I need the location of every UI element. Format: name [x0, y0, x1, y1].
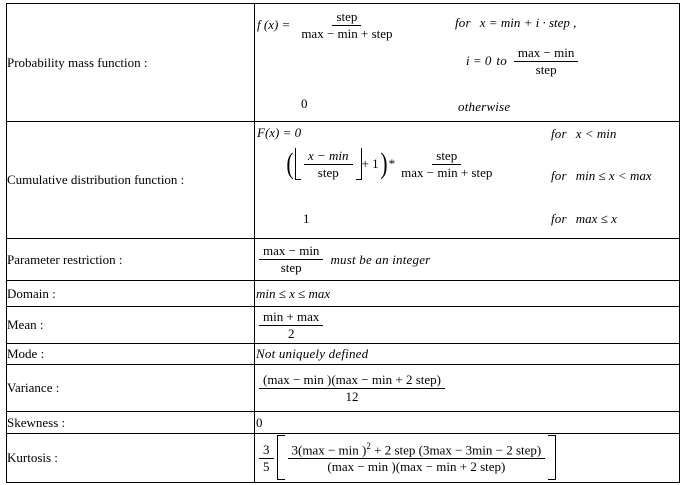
- domain-expression: min ≤ x ≤ max: [256, 285, 331, 301]
- kurtosis-denominator: (max − min )(max − min + 2 step): [327, 459, 506, 475]
- parameter-restriction-numerator: max − min: [259, 244, 324, 260]
- kurtosis-numerator-part-b: + 2 step (3max − 3min − 2 step): [374, 442, 542, 458]
- mean-fraction: min + max 2: [259, 310, 324, 341]
- variance-numerator: (max − min )(max − min + 2 step): [259, 373, 445, 389]
- right-paren-icon: ): [380, 147, 388, 181]
- mean-numerator: min + max: [259, 310, 324, 326]
- pmf-fraction: step max − min + step: [297, 10, 396, 40]
- table-row: Variance : (max − min )(max − min + 2 st…: [6, 364, 680, 413]
- kurtosis-lead-numerator: 3: [259, 443, 274, 459]
- pmf-main-equation: f (x) = step max − min + step: [257, 10, 399, 40]
- pmf-fraction-numerator: step: [332, 10, 362, 26]
- row-formula-domain: min ≤ x ≤ max: [254, 280, 680, 307]
- row-label-kurtosis: Kurtosis :: [6, 433, 255, 484]
- pmf-zero-value: 0: [301, 96, 308, 111]
- left-paren-icon: (: [286, 147, 294, 181]
- cdf-multiply-icon: *: [388, 156, 396, 171]
- mean-denominator: 2: [287, 325, 295, 341]
- row-label-parameter-restriction: Parameter restriction :: [6, 238, 255, 281]
- table-row: Mean : min + max 2: [6, 305, 680, 345]
- cdf-condition-2-for: for: [551, 168, 567, 183]
- pmf-condition-2-denominator: step: [535, 61, 557, 77]
- cdf-condition-1: for x < min: [551, 126, 616, 142]
- pmf-condition-2-numerator: max − min: [513, 46, 579, 62]
- kurtosis-numerator-exponent: 2: [366, 441, 371, 452]
- parameter-restriction-fraction: max − min step: [259, 244, 324, 275]
- cdf-condition-3-expression: max ≤ x: [575, 211, 617, 226]
- parameter-restriction-denominator: step: [280, 260, 302, 275]
- row-label-mode: Mode :: [6, 343, 255, 366]
- row-formula-parameter-restriction: max − min step must be an integer: [254, 238, 680, 281]
- mode-expression: Not uniquely defined: [256, 346, 369, 362]
- kurtosis-numerator: 3(max − min )2 + 2 step (3max − 3min − 2…: [287, 441, 546, 460]
- row-formula-mean: min + max 2: [254, 305, 680, 345]
- pmf-fx-label: f (x) =: [257, 17, 291, 33]
- pmf-formula-block: f (x) = step max − min + step 0 for x = …: [255, 4, 679, 121]
- kurtosis-main-fraction: 3(max − min )2 + 2 step (3max − 3min − 2…: [287, 441, 546, 475]
- cdf-one-value: 1: [303, 211, 310, 226]
- pmf-condition-1-expression: x = min + i · step ,: [479, 15, 577, 30]
- floor-left-icon: [295, 148, 302, 180]
- table-row: Mode : Not uniquely defined: [6, 343, 680, 366]
- pmf-condition-1: for x = min + i · step ,: [455, 15, 576, 31]
- table-row: Skewness : 0: [6, 411, 680, 435]
- cdf-condition-3: for max ≤ x: [551, 211, 617, 227]
- row-label-skewness: Skewness :: [6, 411, 255, 435]
- skewness-value: 0: [256, 414, 263, 430]
- variance-denominator: 12: [345, 388, 359, 404]
- row-label-probability-mass-function: Probability mass function :: [6, 3, 255, 122]
- parameter-restriction-note: must be an integer: [330, 251, 431, 267]
- distribution-properties-table: Probability mass function : f (x) = step…: [6, 3, 680, 484]
- cdf-condition-2-expression: min ≤ x < max: [575, 168, 652, 183]
- kurtosis-lead-denominator: 5: [263, 458, 270, 474]
- pmf-condition-2: i = 0 to max − min step: [466, 46, 580, 76]
- cdf-step-fraction: step max − min + step: [397, 149, 496, 179]
- row-label-variance: Variance :: [6, 364, 255, 413]
- cdf-condition-3-for: for: [551, 211, 567, 226]
- cdf-condition-1-expression: x < min: [575, 126, 617, 141]
- pmf-condition-2-fraction: max − min step: [513, 46, 579, 77]
- pmf-condition-2-index: i = 0: [466, 53, 492, 69]
- cdf-step-denominator: max − min + step: [401, 164, 493, 180]
- variance-fraction: (max − min )(max − min + 2 step) 12: [259, 373, 445, 403]
- table-row: Probability mass function : f (x) = step…: [6, 3, 680, 122]
- pmf-condition-2-to: to: [496, 53, 507, 69]
- pmf-condition-1-for: for: [455, 15, 471, 30]
- cdf-main-equation: ( x − min step + 1 ) * step max − min + …: [285, 148, 498, 180]
- row-formula-probability-mass-function: f (x) = step max − min + step 0 for x = …: [254, 3, 680, 122]
- floor-right-icon: [355, 148, 362, 180]
- cdf-zero-case: F(x) = 0: [257, 125, 302, 140]
- row-formula-kurtosis: 3 5 3(max − min )2 + 2 step (3max − 3min…: [254, 433, 680, 484]
- kurtosis-numerator-part-a: 3(max − min ): [291, 442, 367, 458]
- cdf-floor-denominator: step: [317, 164, 339, 180]
- row-formula-mode: Not uniquely defined: [254, 343, 680, 366]
- table-row: Cumulative distribution function : F(x) …: [6, 121, 680, 239]
- table-body: Probability mass function : f (x) = step…: [6, 3, 680, 484]
- row-formula-variance: (max − min )(max − min + 2 step) 12: [254, 364, 680, 413]
- cdf-condition-1-for: for: [551, 126, 567, 141]
- cdf-floor-fraction: x − min step: [304, 149, 353, 179]
- bracket-right-icon: [548, 436, 557, 481]
- mean-expression: min + max 2: [255, 307, 679, 343]
- cdf-formula-block: F(x) = 0 ( x − min step + 1 ) * s: [255, 122, 679, 238]
- table-row: Domain : min ≤ x ≤ max: [6, 280, 680, 307]
- row-formula-skewness: 0: [254, 411, 680, 435]
- row-formula-cumulative-distribution-function: F(x) = 0 ( x − min step + 1 ) * s: [254, 121, 680, 239]
- pmf-fraction-denominator: max − min + step: [301, 25, 393, 41]
- cdf-plus-one: + 1: [361, 156, 379, 171]
- kurtosis-lead-fraction: 3 5: [259, 443, 274, 473]
- row-label-cumulative-distribution-function: Cumulative distribution function :: [6, 121, 255, 239]
- parameter-restriction-expression: max − min step must be an integer: [255, 241, 679, 277]
- bracket-left-icon: [276, 436, 285, 481]
- row-label-mean: Mean :: [6, 305, 255, 345]
- table-row: Kurtosis : 3 5 3(max − min )2 + 2 step (…: [6, 433, 680, 484]
- cdf-step-numerator: step: [432, 149, 462, 165]
- cdf-floor-numerator: x − min: [304, 149, 353, 165]
- kurtosis-expression: 3 5 3(max − min )2 + 2 step (3max − 3min…: [255, 434, 679, 482]
- cdf-condition-2: for min ≤ x < max: [551, 168, 652, 184]
- row-label-domain: Domain :: [6, 280, 255, 307]
- pmf-condition-3-otherwise: otherwise: [458, 99, 511, 114]
- table-row: Parameter restriction : max − min step m…: [6, 238, 680, 281]
- variance-expression: (max − min )(max − min + 2 step) 12: [255, 370, 679, 406]
